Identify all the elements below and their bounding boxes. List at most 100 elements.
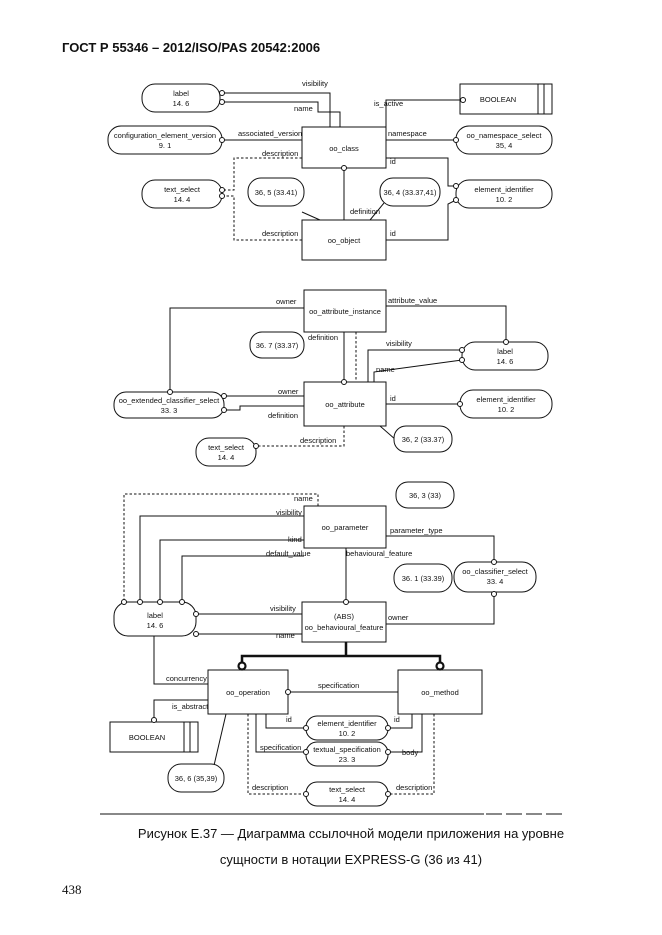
rel-description-d3: description xyxy=(252,783,288,792)
rel-kind: kind xyxy=(288,535,302,544)
rel-concurrency: concurrency xyxy=(166,674,207,683)
rel-is-active: is_active xyxy=(374,99,403,108)
textual-specification-name: textual_specification xyxy=(313,745,381,754)
page-ref-1-text: 36, 5 (33.41) xyxy=(255,188,298,197)
rel-specification: specification xyxy=(318,681,359,690)
page-ref-4 xyxy=(393,425,453,453)
label-ref-box-3 xyxy=(113,601,197,637)
label-ref-number-2: 14. 6 xyxy=(497,357,514,366)
diagram-3: oo_parameter (ABS) oo_behavioural_featur… xyxy=(109,481,537,807)
page-ref-3-text: 36. 7 (33.37) xyxy=(256,341,299,350)
extended-classifier-select-name: oo_extended_classifier_select xyxy=(119,396,220,405)
rel-visibility-d3: visibility xyxy=(276,508,302,517)
element-identifier-number: 10. 2 xyxy=(496,195,513,204)
classifier-select-number: 33. 4 xyxy=(487,577,504,586)
rel-behavioural-feature: behavioural_feature xyxy=(346,549,412,558)
label-ref-box xyxy=(141,83,221,113)
element-identifier-number-2: 10. 2 xyxy=(498,405,515,414)
oo-attribute-instance-box xyxy=(303,289,387,333)
oo-operation-name: oo_operation xyxy=(226,688,270,697)
page-ref-7 xyxy=(167,763,225,793)
label-ref-number-3: 14. 6 xyxy=(147,621,164,630)
oo-object-box xyxy=(301,219,387,261)
rel-body: body xyxy=(402,748,419,757)
oo-attribute-instance-name: oo_attribute_instance xyxy=(309,307,381,316)
rel-description-2: description xyxy=(262,229,298,238)
boolean-box-2 xyxy=(109,721,199,753)
abs-marker: (ABS) xyxy=(334,612,355,621)
label-ref-name-2: label xyxy=(497,347,513,356)
element-identifier-number-3: 10. 2 xyxy=(339,729,356,738)
label-ref-name: label xyxy=(173,89,189,98)
page-ref-6-text: 36. 1 (33.39) xyxy=(402,574,445,583)
rel-namespace: namespace xyxy=(388,129,427,138)
rel-id-2-d3: id xyxy=(394,715,400,724)
oo-attribute-name: oo_attribute xyxy=(325,400,365,409)
page-ref-7-text: 36, 6 (35,39) xyxy=(175,774,218,783)
boolean-label: BOOLEAN xyxy=(480,95,516,104)
boolean-box xyxy=(459,83,553,115)
rel-is-abstract: is_abstract xyxy=(172,702,209,711)
oo-parameter-name: oo_parameter xyxy=(322,523,369,532)
oo-behavioural-feature-name: oo_behavioural_feature xyxy=(305,623,384,632)
rel-attribute-value: attribute_value xyxy=(388,296,437,305)
label-ref-name-3: label xyxy=(147,611,163,620)
element-identifier-name-2: element_identifier xyxy=(476,395,536,404)
text-select-number: 14. 4 xyxy=(174,195,191,204)
oo-object-name: oo_object xyxy=(328,236,361,245)
textual-specification-number: 23. 3 xyxy=(339,755,356,764)
rel-visibility-2-d3: visibility xyxy=(270,604,296,613)
boolean-label-2: BOOLEAN xyxy=(129,733,165,742)
rel-parameter-type: parameter_type xyxy=(390,526,443,535)
page-ref-1 xyxy=(247,177,305,207)
rel-visibility-d2: visibility xyxy=(386,339,412,348)
text-select-name: text_select xyxy=(164,185,201,194)
rel-description: description xyxy=(262,149,298,158)
figure-caption-line-2: сущности в нотации EXPRESS-G (36 из 41) xyxy=(219,852,483,867)
diagram-2: oo_attribute_instance oo_attribute oo_ex… xyxy=(113,289,553,467)
text-select-ref-box-2 xyxy=(195,437,257,467)
rel-default-value: default_value xyxy=(266,549,311,558)
rel-definition-d2: definition xyxy=(308,333,338,342)
configuration-element-version-number: 9. 1 xyxy=(159,141,172,150)
rel-definition: definition xyxy=(350,207,380,216)
text-select-number-3: 14. 4 xyxy=(339,795,356,804)
rel-specification-2: specification xyxy=(260,743,301,752)
rel-name-d2: name xyxy=(376,365,395,374)
page-number: 438 xyxy=(62,882,82,897)
element-identifier-name-3: element_identifier xyxy=(317,719,377,728)
document-header: ГОСТ Р 55346 – 2012/ISO/PAS 20542:2006 xyxy=(62,40,321,55)
page-ref-2 xyxy=(379,177,441,207)
label-ref-number: 14. 6 xyxy=(173,99,190,108)
rel-description-d2: description xyxy=(300,436,336,445)
rel-id-d3: id xyxy=(286,715,292,724)
rel-definition-2-d2: definition xyxy=(268,411,298,420)
page-ref-5-text: 36, 3 (33) xyxy=(409,491,442,500)
oo-class-box xyxy=(301,126,387,169)
rel-visibility: visibility xyxy=(302,79,328,88)
namespace-select-number: 35, 4 xyxy=(496,141,513,150)
configuration-element-version-name: configuration_element_version xyxy=(114,131,216,140)
namespace-select-name: oo_namespace_select xyxy=(466,131,542,140)
rel-name-2-d3: name xyxy=(276,631,295,640)
text-select-name-3: text_select xyxy=(329,785,366,794)
oo-method-name: oo_method xyxy=(421,688,459,697)
rel-associated-version: associated_version xyxy=(238,129,302,138)
rel-owner-d3: owner xyxy=(388,613,409,622)
page-ref-4-text: 36, 2 (33.37) xyxy=(402,435,445,444)
rel-description-2-d3: description xyxy=(396,783,432,792)
element-identifier-name: element_identifier xyxy=(474,185,534,194)
rel-name-d3: name xyxy=(294,494,313,503)
rel-name: name xyxy=(294,104,313,113)
text-select-number-2: 14. 4 xyxy=(218,453,235,462)
rel-owner-2: owner xyxy=(278,387,299,396)
page-ref-3 xyxy=(249,331,305,359)
extended-classifier-select-number: 33. 3 xyxy=(161,406,178,415)
rel-id-d2: id xyxy=(390,394,396,403)
page-ref-6 xyxy=(393,563,453,593)
diagram-1: oo_class oo_object BOOLEAN label 14. 6 c… xyxy=(107,79,553,261)
classifier-select-name: oo_classifier_select xyxy=(462,567,528,576)
oo-operation-box xyxy=(207,669,289,715)
rel-id: id xyxy=(390,157,396,166)
